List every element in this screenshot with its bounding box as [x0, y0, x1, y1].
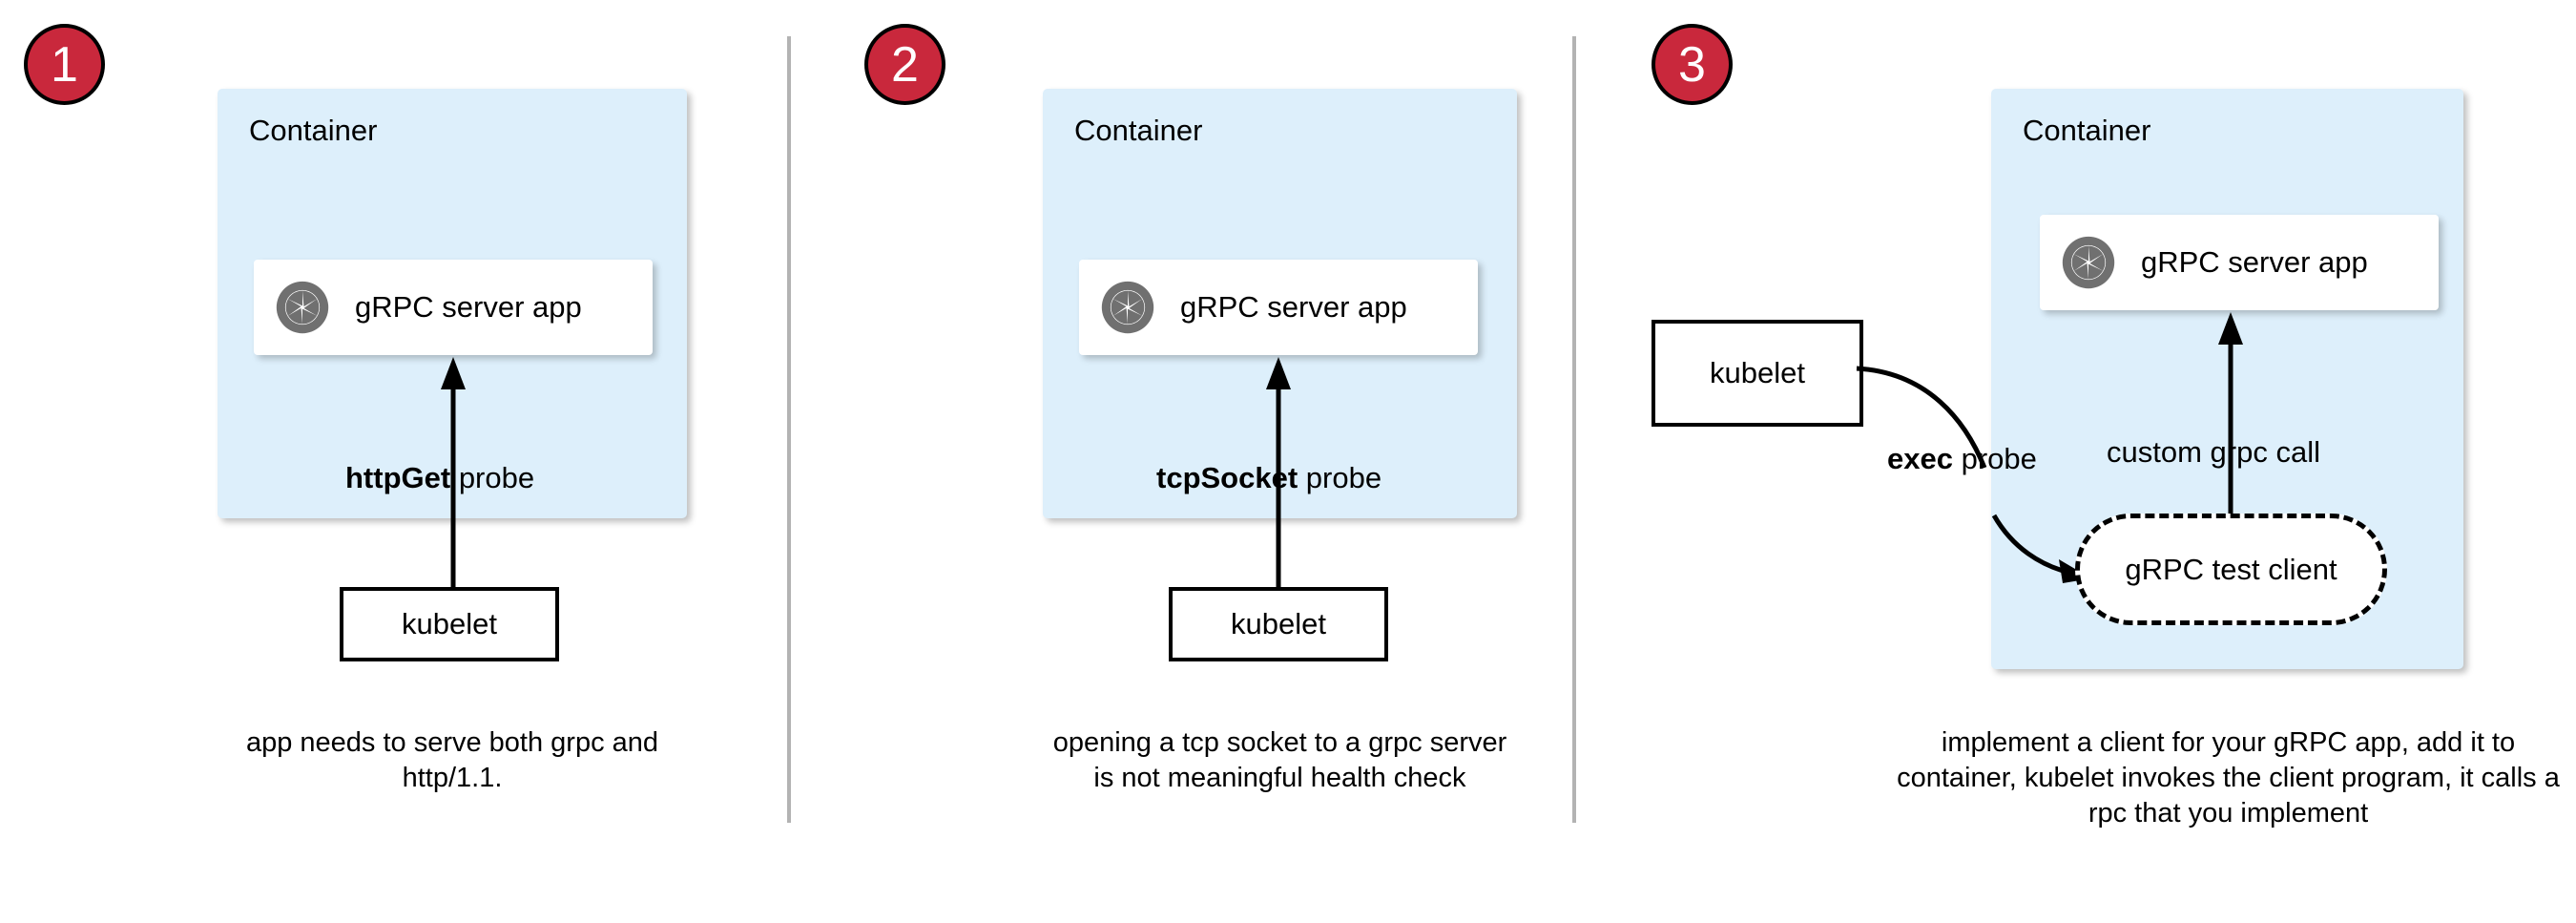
step-number: 2 — [891, 36, 919, 93]
container-label: Container — [2023, 114, 2151, 147]
grpc-server-app-box-1: gRPC server app — [254, 260, 653, 355]
container-label: Container — [1074, 114, 1203, 147]
kubelet-box-3: kubelet — [1652, 320, 1863, 427]
tcpsocket-probe-arrow — [1266, 357, 1291, 589]
grpc-server-app-label: gRPC server app — [2141, 245, 2368, 279]
step-badge-2: 2 — [864, 24, 945, 105]
probe-suffix: probe — [1952, 442, 2037, 475]
httpget-probe-arrow — [441, 357, 466, 589]
panel-caption-1: app needs to serve both grpc and http/1.… — [245, 727, 659, 794]
grpc-test-client-node: gRPC test client — [2075, 514, 2387, 625]
kubelet-label: kubelet — [1710, 356, 1805, 389]
grpc-server-app-label: gRPC server app — [1180, 290, 1407, 324]
kubelet-box-1: kubelet — [340, 587, 559, 661]
container-label: Container — [249, 114, 378, 147]
panel-caption-2: opening a tcp socket to a grpc server is… — [1052, 727, 1507, 794]
grpc-server-app-box-3: gRPC server app — [2040, 215, 2439, 310]
kubelet-label: kubelet — [402, 607, 497, 640]
grpc-aperture-icon — [276, 281, 329, 334]
probe-suffix: probe — [450, 461, 535, 494]
grpc-test-client-label: gRPC test client — [2125, 552, 2337, 586]
step-badge-3: 3 — [1652, 24, 1733, 105]
custom-grpc-call-arrow — [2218, 312, 2243, 515]
kubelet-label: kubelet — [1231, 607, 1326, 640]
grpc-aperture-icon — [1101, 281, 1154, 334]
panel-divider-2 — [1572, 36, 1576, 823]
exec-probe-label: exec probe — [1887, 442, 2037, 476]
tcpsocket-probe-label: tcpSocket probe — [1156, 461, 1381, 495]
kubelet-box-2: kubelet — [1169, 587, 1388, 661]
grpc-server-app-box-2: gRPC server app — [1079, 260, 1478, 355]
httpget-probe-label: httpGet probe — [345, 461, 534, 495]
step-number: 1 — [51, 36, 78, 93]
step-number: 3 — [1678, 36, 1706, 93]
grpc-aperture-icon — [2062, 236, 2115, 289]
probe-name: exec — [1887, 442, 1953, 475]
probe-name: httpGet — [345, 461, 451, 494]
panel-divider-1 — [787, 36, 791, 823]
probe-suffix: probe — [1298, 461, 1382, 494]
probe-name: tcpSocket — [1156, 461, 1298, 494]
step-badge-1: 1 — [24, 24, 105, 105]
grpc-server-app-label: gRPC server app — [355, 290, 582, 324]
custom-grpc-call-label: custom grpc call — [2107, 435, 2320, 469]
panel-caption-3: implement a client for your gRPC app, ad… — [1897, 727, 2560, 829]
